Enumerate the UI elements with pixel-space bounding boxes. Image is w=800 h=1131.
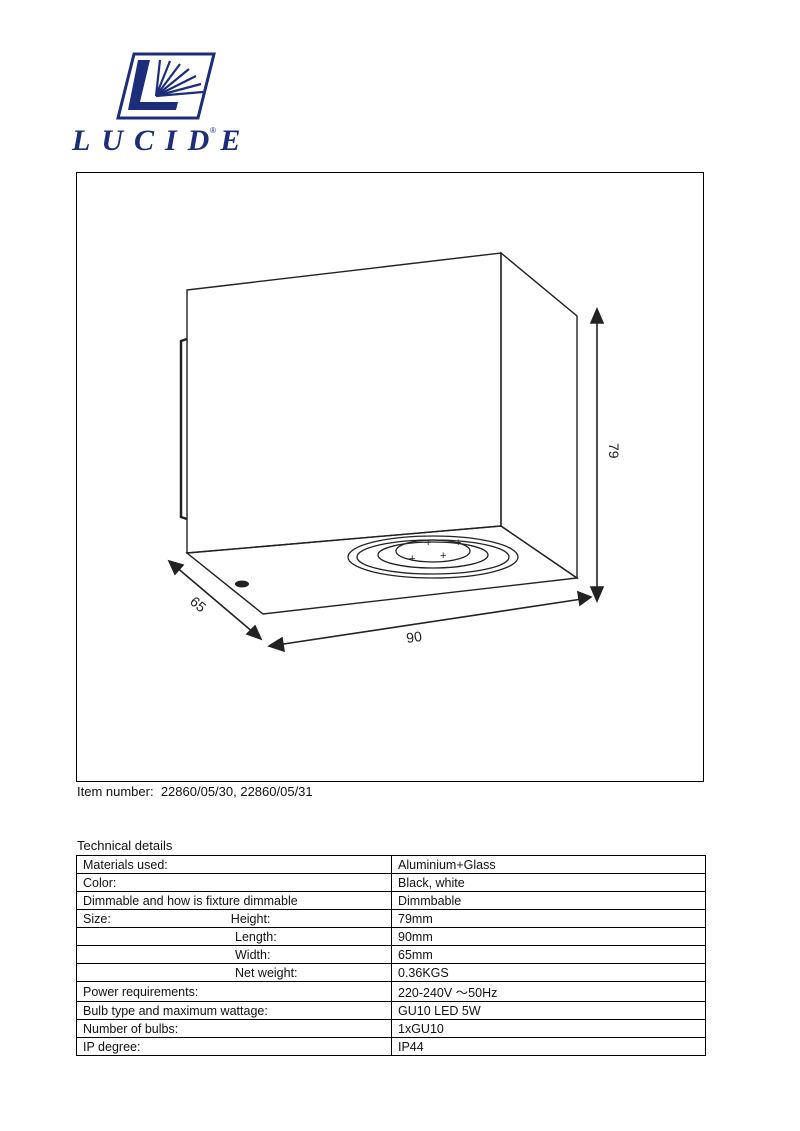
svg-text:+: + xyxy=(440,550,446,562)
spec-value: Aluminium+Glass xyxy=(391,855,706,874)
spec-value: 65mm xyxy=(391,945,706,964)
spec-sublabel: Height: xyxy=(230,911,271,926)
spec-label: Bulb type and maximum wattage: xyxy=(76,1001,392,1020)
spec-value: 79mm xyxy=(391,909,706,928)
lucide-logo: LUCIDE ® xyxy=(72,52,240,160)
table-row: Length: 90mm xyxy=(76,927,706,946)
item-number-label: Item number: xyxy=(77,784,154,799)
svg-text:+: + xyxy=(409,553,415,565)
spec-label: Size: xyxy=(83,911,111,926)
technical-details-title: Technical details xyxy=(77,838,173,853)
spec-value: 1xGU10 xyxy=(391,1019,706,1038)
fixture-drawing: + + + + 79 90 65 xyxy=(167,251,622,653)
table-row: Color: Black, white xyxy=(76,873,706,892)
technical-details-table: Materials used: Aluminium+Glass Color: B… xyxy=(76,855,706,1056)
spec-sublabel: Length: xyxy=(235,929,277,944)
dimension-height-label: 79 xyxy=(606,443,622,459)
spec-value: 0.36KGS xyxy=(391,963,706,982)
lucide-logo-mark-icon xyxy=(116,52,216,120)
spec-sublabel: Width: xyxy=(235,947,271,962)
technical-drawing-frame: + + + + 79 90 65 xyxy=(76,172,704,782)
table-row: Power requirements: 220-240V ～50Hz xyxy=(76,981,706,1002)
spec-label: Color: xyxy=(76,873,392,892)
table-row: Width: 65mm xyxy=(76,945,706,964)
table-row: Materials used: Aluminium+Glass xyxy=(76,855,706,874)
spec-sublabel: Net weight: xyxy=(235,965,298,980)
svg-text:+: + xyxy=(425,537,431,549)
item-number: Item number: 22860/05/30, 22860/05/31 xyxy=(77,784,313,799)
spec-label: Power requirements: xyxy=(76,981,392,1002)
table-row: Bulb type and maximum wattage: GU10 LED … xyxy=(76,1001,706,1020)
screw-hole-icon xyxy=(235,580,249,588)
spec-value: Dimmbable xyxy=(391,891,706,910)
dimension-length-label: 90 xyxy=(405,628,423,646)
spec-label: IP degree: xyxy=(76,1037,392,1056)
spec-value: GU10 LED 5W xyxy=(391,1001,706,1020)
dimension-width-label: 65 xyxy=(187,593,209,615)
spec-value: 220-240V ～50Hz xyxy=(391,981,706,1002)
spec-value: 90mm xyxy=(391,927,706,946)
brand-name: LUCIDE xyxy=(72,124,252,157)
spec-value: Black, white xyxy=(391,873,706,892)
spec-label: Materials used: xyxy=(76,855,392,874)
registered-mark: ® xyxy=(210,126,216,135)
spec-value: IP44 xyxy=(391,1037,706,1056)
table-row: Net weight: 0.36KGS xyxy=(76,963,706,982)
svg-text:+: + xyxy=(455,537,461,549)
item-number-value: 22860/05/30, 22860/05/31 xyxy=(160,784,313,799)
table-row: Dimmable and how is fixture dimmable Dim… xyxy=(76,891,706,910)
table-row: IP degree: IP44 xyxy=(76,1037,706,1056)
spec-label: Dimmable and how is fixture dimmable xyxy=(76,891,392,910)
lens-icon xyxy=(347,535,519,579)
table-row: Number of bulbs: 1xGU10 xyxy=(76,1019,706,1038)
spec-label: Number of bulbs: xyxy=(76,1019,392,1038)
table-row: Size: Height: 79mm xyxy=(76,909,706,928)
